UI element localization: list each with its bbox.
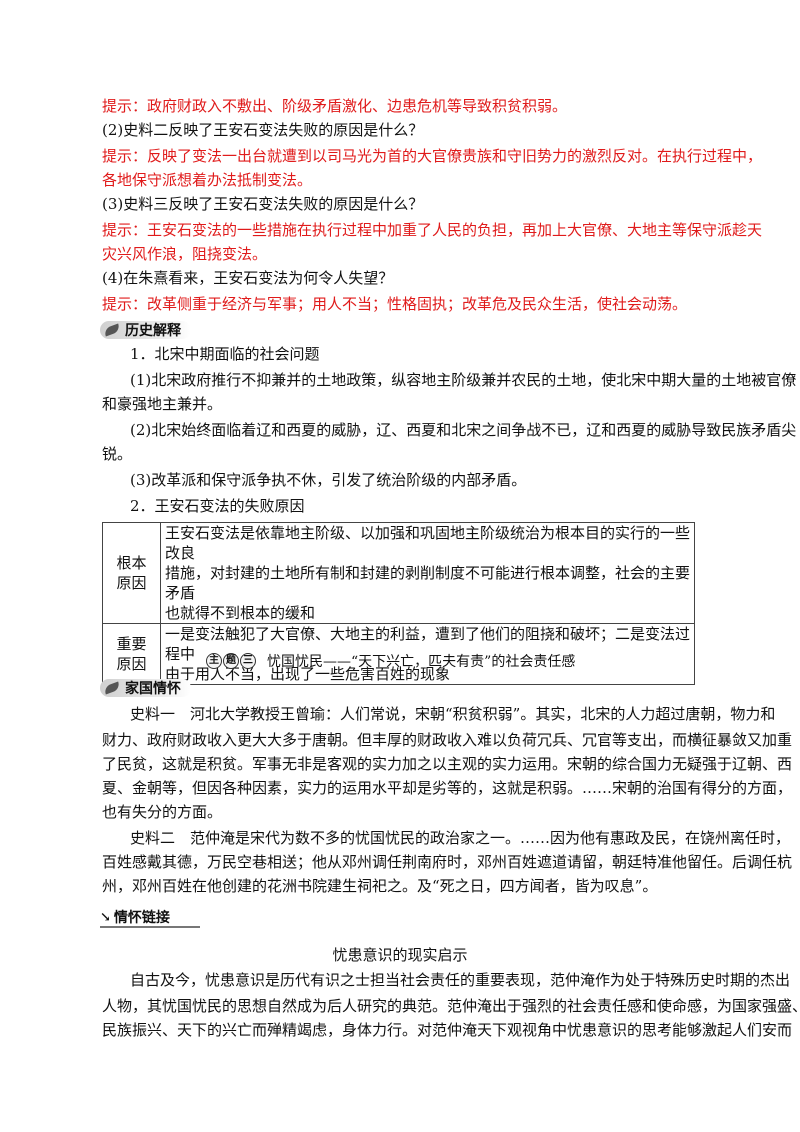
leaf-icon [104,324,122,336]
section-badge-label: 家国情怀 [125,681,181,697]
source-1-line-5: 也有失分的方面。 [102,803,223,821]
question-3: (3)史料三反映了王安石变法失败的原因是什么？ [102,195,424,213]
section-badge-history-interpretation: 历史解释 [100,320,191,340]
leaf-icon [104,682,122,694]
para-1-line-2: 和豪强地主兼并。 [102,395,223,413]
article-line-1: 自古及今，忧患意识是历代有识之士担当社会责任的重要表现，范仲淹作为处于特殊历史时… [130,971,791,989]
table-cell: 王安石变法是依靠地主阶级、以加强和巩固地主阶级统治为根本目的实行的一些改良 措施… [160,522,695,624]
para-2-line-2: 锐。 [102,445,133,463]
article-line-3: 民族振兴、天下的兴亡而殚精竭虑，身体力行。对范仲淹天下观视角中忧患意识的思考能够… [102,1021,793,1039]
double-arrow-icon: ↘ [100,909,111,925]
source-2-line-1: 史料二 范仲淹是宋代为数不多的忧国忧民的政治家之一。……因为他有惠政及民，在饶州… [130,829,791,847]
theme-title: 忧国忧民——“天下兴亡，匹夫有责”的社会责任感 [267,654,576,670]
table-row-head: 根本 原因 [102,522,161,624]
divider [100,926,200,928]
hint-2-line-2: 各地保守派想着办法抵制变法。 [102,171,313,189]
source-2-line-3: 州，邓州百姓在他创建的花洲书院建生祠祀之。及“死之日，四方闻者，皆为叹息”。 [102,877,658,895]
hint-2-line-1: 提示：反映了变法一出台就遭到以司马光为首的大官僚贵族和守旧势力的激烈反对。在执行… [102,147,763,165]
hint-4: 提示：改革侧重于经济与军事；用人不当；性格固执；改革危及民众生活，使社会动荡。 [102,295,688,313]
subheading-1: 1．北宋中期面临的社会问题 [130,345,320,363]
theme-stamp: 主 题 三 [206,653,257,669]
table-row-head: 重要 原因 [102,623,161,685]
subheading-2: 2．王安石变法的失败原因 [130,497,305,515]
para-3: (3)改革派和保守派争执不休，引发了统治阶级的内部矛盾。 [130,471,527,489]
question-2: (2)史料二反映了王安石变法失败的原因是什么？ [102,121,424,139]
hint-3-line-1: 提示：王安石变法的一些措施在执行过程中加重了人民的负担，再加上大官僚、大地主等保… [102,221,763,239]
table-row: 重要 原因 一是变法触犯了大官僚、大地主的利益，遭到了他们的阻挠和破坏；二是变法… [102,623,695,685]
table-row: 根本 原因 王安石变法是依靠地主阶级、以加强和巩固地主阶级统治为根本目的实行的一… [102,522,695,624]
hint-1: 提示：政府财政入不敷出、阶级矛盾激化、边患危机等导致积贫积弱。 [102,97,568,115]
section-badge-link: ↘ 情怀链接 [100,907,200,928]
source-1-line-4: 夏、金朝等，但因各种因素，实力的运用水平却是劣等的，这就是积弱。……宋朝的治国有… [102,779,793,797]
section-badge-label: 历史解释 [125,323,181,339]
section-badge-label: 情怀链接 [113,910,170,926]
article-line-2: 人物，其忧国忧民的思想自然成为后人研究的典范。范仲淹出于强烈的社会责任感和使命感… [102,997,800,1015]
failure-reasons-table: 根本 原因 王安石变法是依靠地主阶级、以加强和巩固地主阶级统治为根本目的实行的一… [102,522,695,685]
hint-3-line-2: 灾兴风作浪，阻挠变法。 [102,245,268,263]
para-1-line-1: (1)北宋政府推行不抑兼并的土地政策，纵容地主阶级兼并农民的土地，使北宋中期大量… [130,371,797,389]
source-1-line-3: 了民贫，这就是积贫。军事无非是客观的实力加之以主观的实力运用。宋朝的综合国力无疑… [102,755,793,773]
section-badge-patriotism: 家国情怀 [100,678,191,698]
theme-heading: 主 题 三 忧国忧民——“天下兴亡，匹夫有责”的社会责任感 [206,651,575,671]
question-4: (4)在朱熹看来，王安石变法为何令人失望？ [102,269,394,287]
article-title: 忧患意识的现实启示 [332,946,468,964]
source-2-line-2: 百姓感戴其德，万民空巷相送；他从邓州调任荆南府时，邓州百姓遮道请留，朝廷特准他留… [102,853,793,871]
table-cell: 一是变法触犯了大官僚、大地主的利益，遭到了他们的阻挠和破坏；二是变法过程中 由于… [160,623,695,685]
source-1-line-2: 财力、政府财政收入更大大多于唐朝。但丰厚的财政收入难以负荷冗兵、冗官等支出，而横… [102,731,793,749]
source-1-line-1: 史料一 河北大学教授王曾瑜：人们常说，宋朝“积贫积弱”。其实，北宋的人力超过唐朝… [130,705,776,723]
para-2-line-1: (2)北宋始终面临着辽和西夏的威胁，辽、西夏和北宋之间争战不已，辽和西夏的威胁导… [130,421,797,439]
